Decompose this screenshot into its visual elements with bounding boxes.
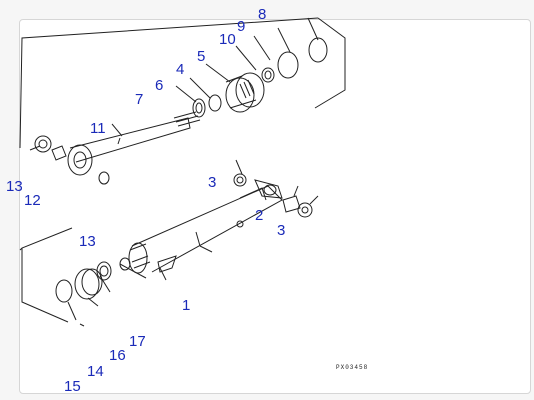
callout-14: 14	[87, 363, 104, 380]
callout-11: 11	[90, 120, 106, 137]
callout-5: 5	[197, 48, 206, 65]
callout-2: 2	[255, 207, 264, 224]
drawing-code: PX03458	[336, 364, 369, 371]
callout-17: 17	[129, 333, 146, 350]
callout-1: 1	[182, 297, 191, 314]
callout-6: 6	[155, 77, 164, 94]
piston-rod-assembly	[19, 17, 346, 185]
diagram-panel	[19, 19, 531, 394]
callout-16: 16	[109, 347, 126, 364]
callout-3-lower: 3	[277, 222, 286, 239]
callout-15: 15	[64, 378, 81, 395]
callout-7: 7	[135, 91, 144, 108]
callout-13-lower: 13	[79, 233, 96, 250]
callout-3-upper: 3	[208, 174, 217, 191]
callout-8: 8	[258, 6, 267, 23]
callout-10: 10	[219, 31, 236, 48]
cylinder-tube-assembly	[19, 159, 319, 327]
callout-12: 12	[24, 192, 41, 209]
callout-4: 4	[176, 61, 185, 78]
callout-13-upper: 13	[6, 178, 23, 195]
callout-9: 9	[237, 18, 246, 35]
